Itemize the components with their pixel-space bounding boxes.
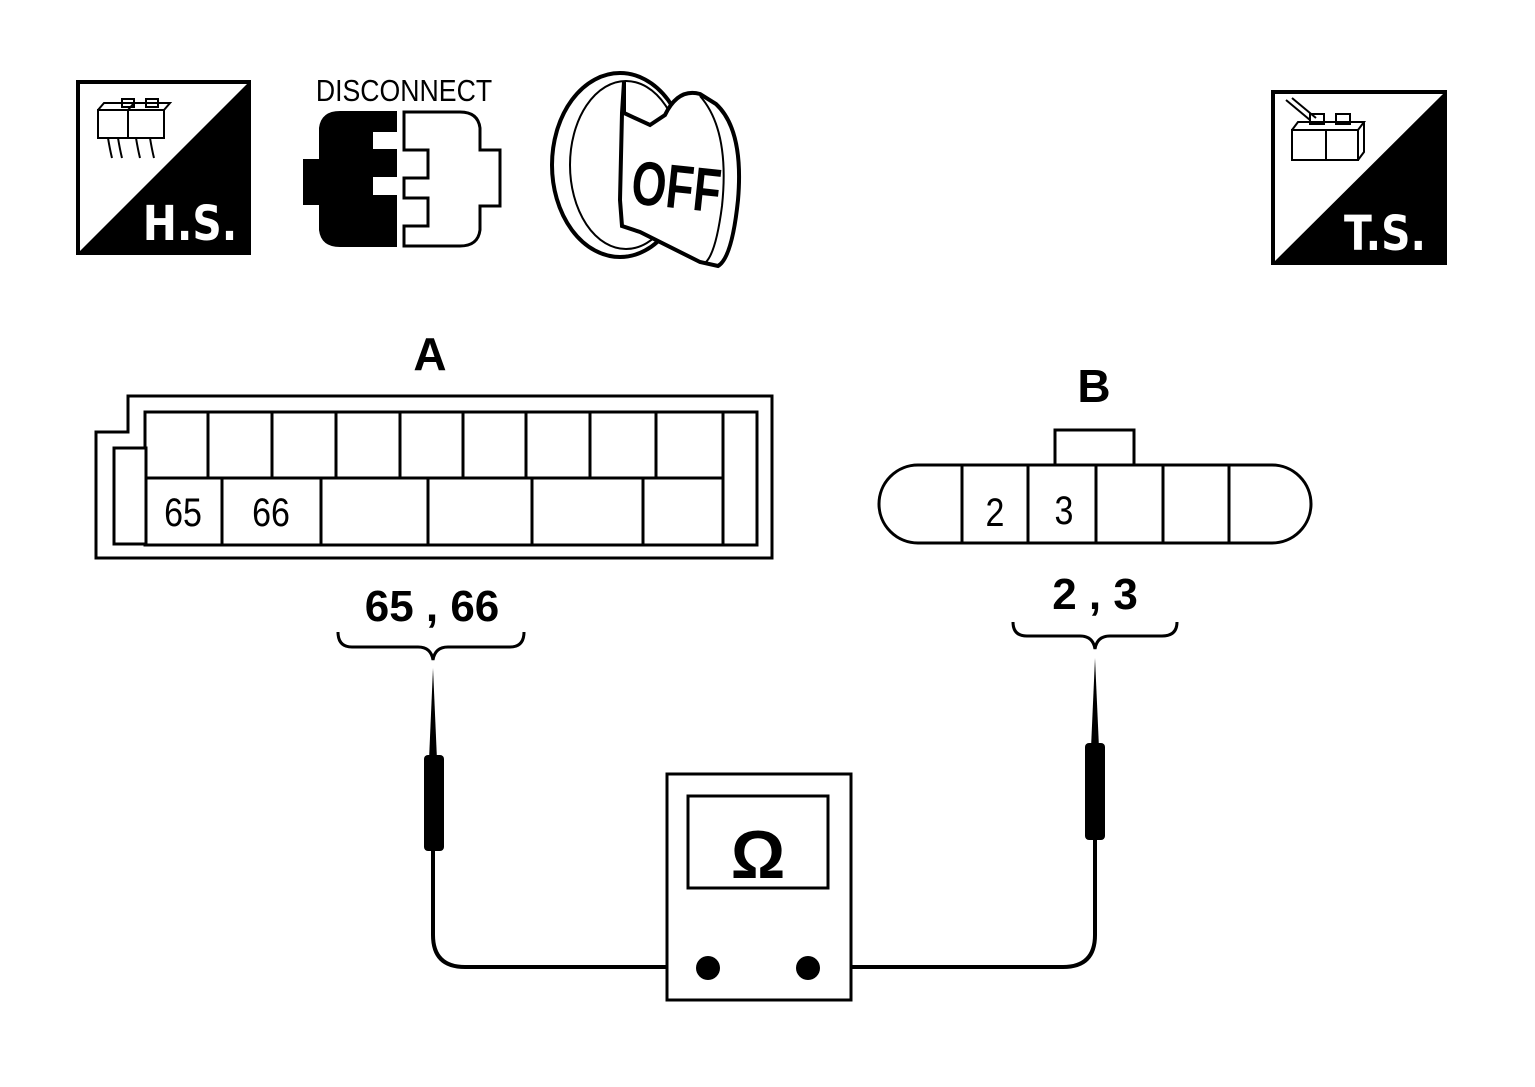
hs-label: H.S. (143, 196, 238, 252)
connector-a-terminal: 66 (252, 489, 290, 534)
ohmmeter-display (686, 794, 830, 890)
ignition-off-label: OFF (628, 148, 724, 226)
harness-side-icon: H.S. (76, 80, 251, 255)
brace-a (336, 631, 526, 661)
ohm-symbol: Ω (731, 817, 786, 893)
callout-a: 65 , 66 (336, 582, 526, 661)
terminal-side-icon: T.S. (1271, 90, 1447, 265)
connector-a-top-row (206, 412, 658, 478)
ignition-off-icon: OFF (550, 71, 742, 269)
probe-b (808, 658, 1105, 969)
callout-b: 2 , 3 (1011, 570, 1179, 650)
connector-b-lock-tab (1053, 428, 1136, 467)
ohmmeter-terminal-right (796, 956, 820, 980)
disconnect-label: DISCONNECT (316, 74, 492, 108)
callout-a-terminals: 65 , 66 (365, 582, 500, 631)
connector-b-terminal: 3 (1055, 487, 1074, 532)
connector-b: B 2 3 (877, 360, 1313, 545)
connector-b-label: B (1077, 360, 1110, 412)
brace-b (1011, 621, 1179, 650)
connector-a: A 65 66 (94, 328, 774, 560)
connector-a-label: A (413, 328, 446, 380)
disconnect-icon: DISCONNECT (303, 74, 502, 248)
connector-b-terminal: 2 (986, 489, 1005, 534)
ohmmeter-terminal-left (696, 956, 720, 980)
connector-a-left-latch (112, 446, 148, 546)
connector-a-terminal: 65 (164, 489, 202, 534)
harness-connector-icon (97, 98, 173, 159)
ohmmeter: Ω (665, 772, 853, 1002)
callout-b-terminals: 2 , 3 (1052, 570, 1138, 619)
ts-label: T.S. (1344, 206, 1426, 262)
connector-a-right-latch (721, 410, 759, 547)
connector-a-bottom-row (220, 478, 645, 545)
terminal-connector-icon (1285, 97, 1366, 161)
probe-a (424, 668, 708, 969)
